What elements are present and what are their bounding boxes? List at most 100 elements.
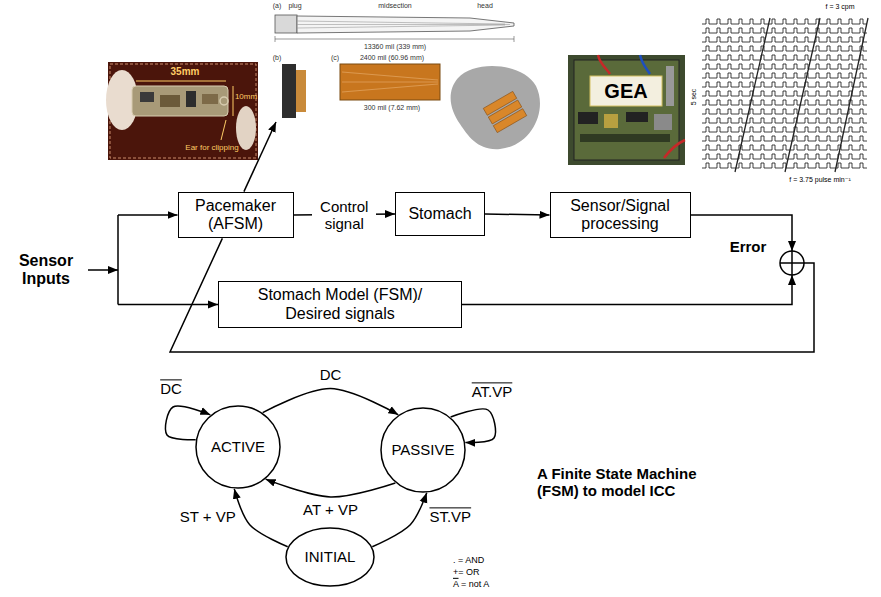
electrode-drawing (275, 36, 276, 42)
gea-board-photo (580, 134, 670, 142)
signal-wire (118, 304, 218, 306)
connector (485, 214, 550, 215)
state-outline (286, 528, 374, 586)
implant-photo (236, 106, 256, 150)
state-circle: ACTIVE (195, 405, 281, 489)
figure-label: 35mm (171, 66, 200, 78)
gea-board-photo (640, 55, 650, 74)
box-text: Sensor/Signal processing (558, 197, 683, 234)
electrode-drawing (342, 84, 438, 92)
state-circle: PASSIVE (380, 407, 466, 493)
electrode-drawing (342, 72, 438, 80)
slow-wave-traces (702, 18, 868, 172)
trace-row (702, 91, 867, 96)
trace-row (702, 82, 867, 87)
gea-board-photo (574, 60, 679, 160)
electrode-drawing (297, 21, 505, 24)
signal-wire (462, 275, 792, 305)
signal-wire (170, 238, 814, 352)
implant-photo (132, 86, 228, 116)
trace-row (702, 100, 867, 105)
summing-junction (780, 251, 804, 275)
process-box: Sensor/Signal processing (550, 192, 691, 239)
gea-board-photo (664, 140, 685, 158)
edge-label: DC (158, 380, 184, 397)
propagation-line (735, 18, 770, 172)
gea-board-photo (578, 112, 598, 124)
figure-label: plug (288, 2, 301, 10)
edge-label: ST.VP (427, 508, 473, 525)
figure-label: f = 3 cpm (826, 3, 855, 11)
implant-photo (106, 62, 258, 160)
figure-label: 13360 mil (339 mm) (364, 43, 426, 51)
electrode-drawing (296, 70, 306, 112)
stomach-illustration (483, 91, 526, 132)
diagram-label: . = AND (453, 555, 484, 565)
figure-label: (b) (273, 54, 282, 62)
implant-photo (233, 86, 234, 116)
figure-label: Ear for clipping (185, 143, 238, 152)
implant-photo (140, 92, 154, 102)
electrode-drawing (297, 16, 514, 33)
box-text: ACTIVE (211, 438, 265, 455)
diagram-label: Error (730, 238, 767, 255)
electrode-drawing (282, 64, 296, 118)
trace-row (702, 37, 867, 42)
electrode-drawing (297, 24, 510, 25)
box-text: PASSIVE (391, 441, 454, 458)
signal-wire (118, 214, 178, 216)
trace-row (702, 118, 867, 123)
figure-label: GEA (604, 80, 647, 103)
implant-photo (220, 97, 228, 105)
propagation-line (835, 18, 868, 172)
trace-row (702, 28, 867, 33)
edge-label: ST + VP (178, 508, 238, 525)
trace-row (702, 64, 867, 69)
gea-board-photo (598, 55, 610, 74)
electrode-drawing (340, 64, 440, 100)
electrode-drawing (297, 25, 505, 28)
trace-row (702, 19, 867, 24)
diagram-label: A = not A (453, 579, 489, 589)
connector (372, 493, 426, 547)
figure-label: 5 sec (690, 89, 698, 106)
box-text: Pacemaker (AFSM) (186, 197, 286, 234)
block-wires (88, 122, 814, 352)
trace-row (702, 163, 867, 168)
stomach-illustration (451, 66, 540, 149)
trace-row (702, 73, 867, 78)
trace-row (702, 55, 867, 60)
signal-wire (117, 215, 119, 305)
signal-wire (88, 269, 118, 271)
figure-label: 2400 mil (60.96 mm) (360, 54, 424, 62)
trace-row (702, 46, 867, 51)
edge-label: DC (318, 366, 344, 383)
figure-label: (a) (273, 2, 282, 10)
box-text: Stomach Model (FSM)/ Desired signals (248, 286, 433, 323)
gea-board-photo (626, 112, 648, 122)
gea-board-photo (604, 114, 618, 128)
figure-label: head (477, 2, 493, 10)
gea-board-photo (666, 66, 674, 106)
process-box: Stomach (395, 192, 485, 236)
trace-row (702, 154, 867, 159)
edge-label: AT.VP (470, 383, 515, 400)
connector (263, 389, 399, 415)
electrode-drawing (275, 39, 514, 40)
implant-photo (221, 120, 226, 140)
connector (234, 489, 287, 547)
edge-label: Control signal (312, 198, 376, 233)
gea-board-photo (654, 114, 672, 130)
electrode-drawing (514, 36, 515, 42)
box-text: INITIAL (305, 548, 356, 565)
diagram-label: += OR (453, 567, 480, 577)
state-outline (381, 408, 465, 492)
figure-label: 10mm (235, 92, 257, 101)
signal-wire (791, 251, 793, 275)
gea-board-photo (568, 55, 685, 165)
gea-board-photo (590, 76, 662, 106)
process-box: Pacemaker (AFSM) (178, 192, 294, 239)
implant-photo (202, 94, 218, 104)
electrode-drawing (275, 15, 297, 33)
trace-row (702, 109, 867, 114)
